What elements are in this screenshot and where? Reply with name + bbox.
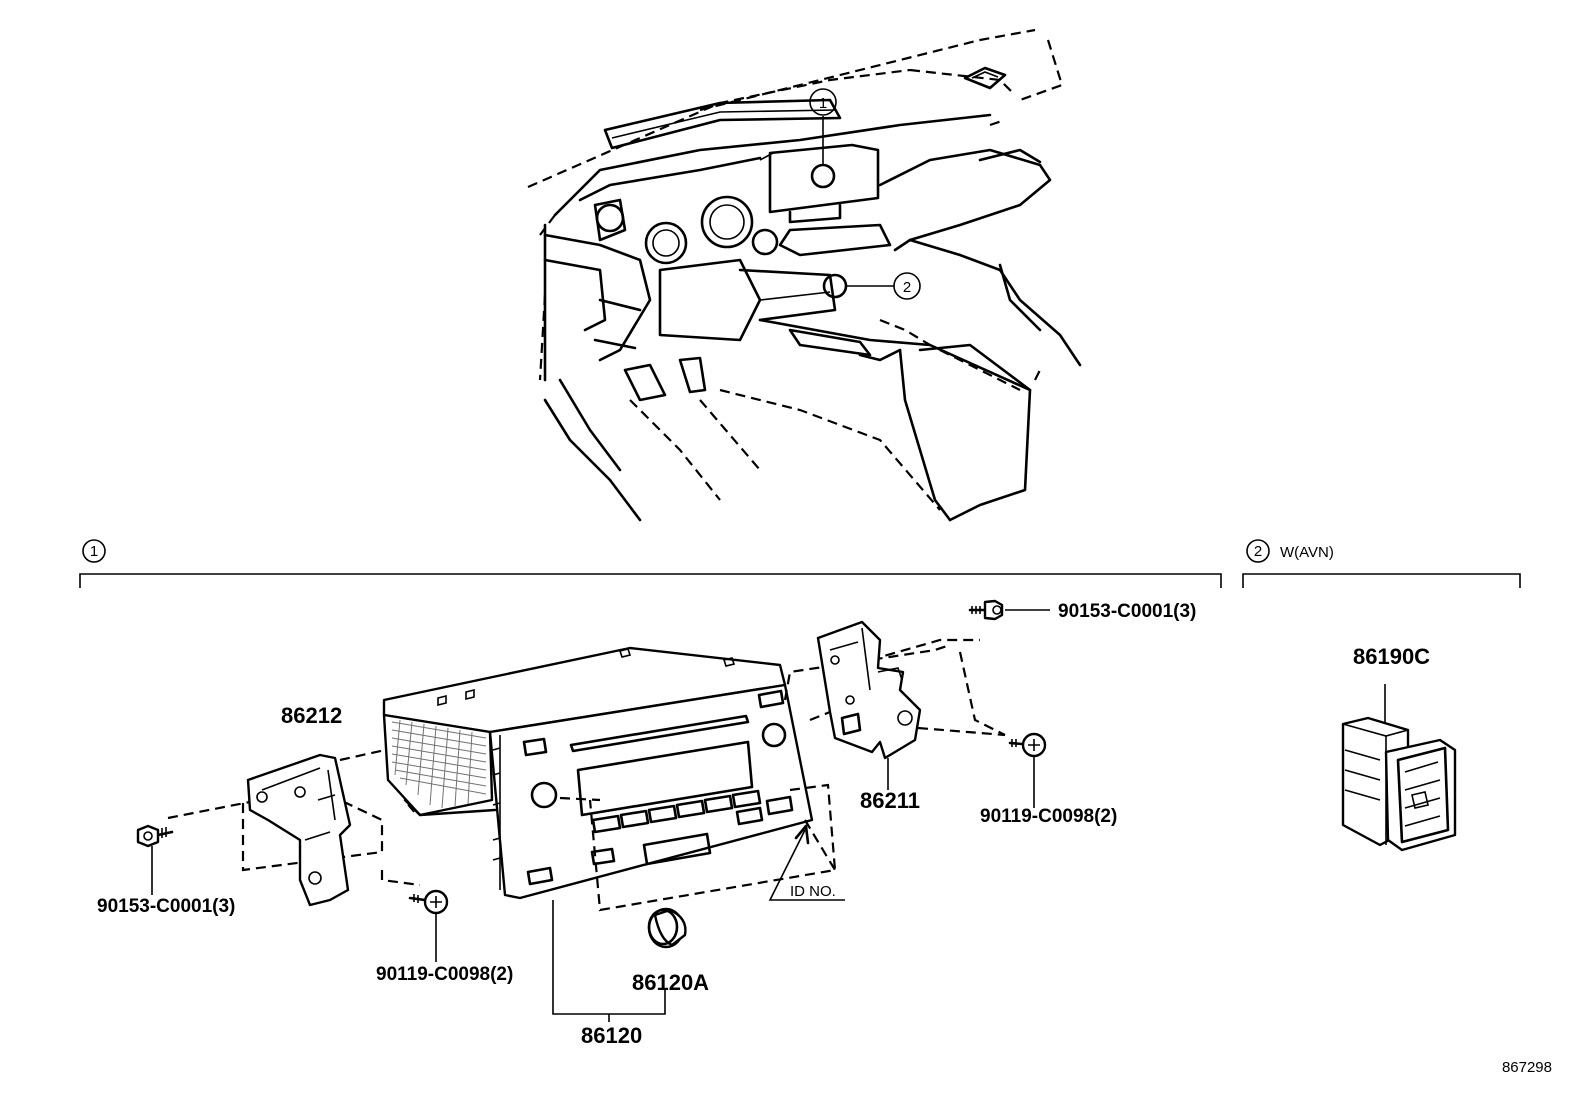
section-2-circle: [1246, 539, 1270, 563]
section-1-header: 1: [79, 539, 1222, 588]
part-label-usb-port: 86190C: [1353, 644, 1430, 669]
callout-label-1: 1: [819, 95, 827, 112]
right-bracket: [816, 620, 922, 790]
knob-part: [647, 907, 687, 949]
part-label-bracket-left: 86212: [281, 703, 342, 728]
callout-circle-2: [893, 272, 921, 300]
part-label-radio: 86120: [581, 1023, 642, 1048]
usb-port-part: [1341, 684, 1457, 852]
part-label-knob: 86120A: [632, 970, 709, 995]
section-2-header: 2 W(AVN): [1242, 539, 1521, 588]
id-number-label: ID NO.: [790, 883, 836, 900]
screw-bottom: [408, 889, 449, 962]
part-label-bracket-right: 86211: [860, 788, 920, 813]
section-1-number: 1: [90, 543, 98, 560]
section-1-circle: [82, 539, 106, 563]
part-label-bolt-left: 90153-C0001(3): [97, 896, 235, 917]
screw-right: [1008, 732, 1047, 808]
part-label-screw-right: 90119-C0098(2): [980, 806, 1117, 827]
bolt-left: [136, 824, 174, 895]
part-label-bolt-top: 90153-C0001(3): [1058, 601, 1196, 622]
callout-marker-2: [822, 273, 848, 299]
callout-circle-1: [809, 88, 837, 116]
radio-assembly: [167, 638, 1006, 1022]
section-2-label: W(AVN): [1280, 544, 1334, 561]
callout-label-2: 2: [903, 279, 911, 296]
left-bracket: [246, 753, 352, 907]
id-number-indicator: [768, 824, 845, 901]
section-1-bracket: [79, 573, 1222, 588]
callout-marker-1: [810, 163, 836, 189]
section-2-number: 2: [1254, 543, 1262, 560]
illustration-id: 867298: [1502, 1059, 1552, 1076]
part-label-screw-bottom: 90119-C0098(2): [376, 964, 513, 985]
section-2-bracket: [1242, 573, 1521, 588]
bolt-top: [968, 599, 1050, 621]
dashboard-illustration: 1 2: [527, 28, 1082, 522]
